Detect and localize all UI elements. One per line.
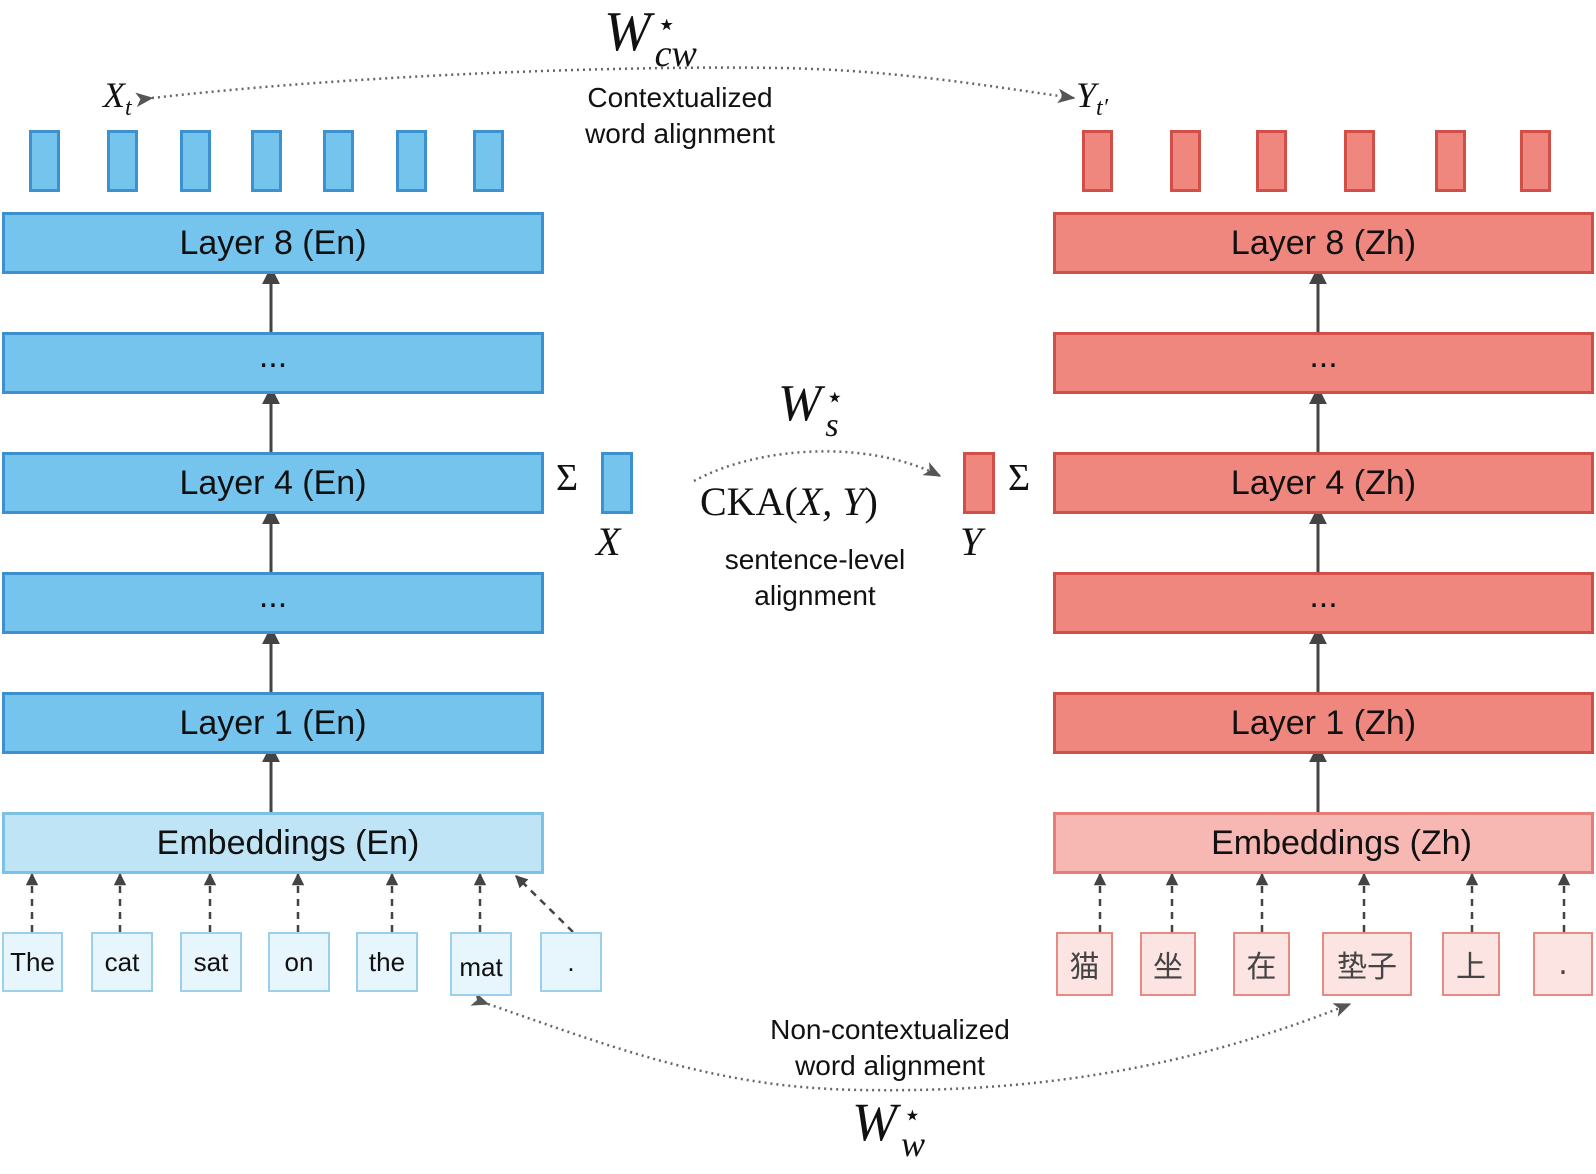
zh-token: 上 xyxy=(1442,932,1500,996)
en-layer-1: Layer 1 (En) xyxy=(2,692,544,754)
zh-sum-symbol: Ʃ xyxy=(1008,457,1031,499)
zh-token: 猫 xyxy=(1056,932,1113,996)
en-token: the xyxy=(356,932,418,992)
zh-layer-1-label: Layer 1 (Zh) xyxy=(1230,703,1417,742)
en-sum-symbol: Σ xyxy=(556,457,579,499)
zh-output-vector xyxy=(1520,130,1551,192)
en-layer-ellipsis-lower: ... xyxy=(2,572,544,634)
en-output-vector xyxy=(29,130,60,192)
en-token: cat xyxy=(91,932,153,992)
en-embeddings: Embeddings (En) xyxy=(2,812,544,874)
en-layer-8-label: Layer 8 (En) xyxy=(179,223,367,262)
zh-layer-4: Layer 4 (Zh) xyxy=(1053,452,1594,514)
zh-token-arrows xyxy=(1093,872,1571,932)
en-token: mat xyxy=(450,932,512,996)
en-token-arrows xyxy=(25,872,574,933)
noncontextualized-caption: Non-contextualized word alignment xyxy=(770,1014,1010,1081)
zh-token: 坐 xyxy=(1140,932,1196,996)
en-layer-8: Layer 8 (En) xyxy=(2,212,544,274)
en-layer-4: Layer 4 (En) xyxy=(2,452,544,514)
en-output-vector xyxy=(473,130,504,192)
zh-embeddings: Embeddings (Zh) xyxy=(1053,812,1594,874)
zh-layer-1: Layer 1 (Zh) xyxy=(1053,692,1594,754)
en-token: . xyxy=(540,932,602,992)
en-sentence-vector xyxy=(601,452,633,514)
en-output-vector xyxy=(396,130,427,192)
en-layer-ellipsis-upper: ... xyxy=(2,332,544,394)
zh-output-vector xyxy=(1435,130,1466,192)
zh-output-vector xyxy=(1082,130,1113,192)
cka-formula: CKA(X, Y) xyxy=(700,479,878,524)
zh-output-vector xyxy=(1256,130,1287,192)
zh-token: . xyxy=(1533,932,1593,996)
contextualized-weight-label: W ⋆ cw xyxy=(604,1,697,75)
contextualized-caption: Contextualized word alignment xyxy=(585,82,775,149)
zh-sentence-vector xyxy=(963,452,995,514)
arrow-token-period-en xyxy=(515,875,574,933)
zh-sentence-vector-label: Y xyxy=(960,519,983,564)
en-output-vector xyxy=(323,130,354,192)
en-top-vector-label: Xt xyxy=(103,75,132,122)
en-layer-ellipsis-label: ... xyxy=(258,576,288,615)
zh-top-vector-label: Yt′ xyxy=(1076,75,1108,122)
zh-layer-ellipsis-upper: ... xyxy=(1053,332,1594,394)
zh-layer-8: Layer 8 (Zh) xyxy=(1053,212,1594,274)
en-token: The xyxy=(2,932,63,992)
en-output-vector xyxy=(107,130,138,192)
en-layer-ellipsis-label: ... xyxy=(258,336,288,375)
en-layer-4-label: Layer 4 (En) xyxy=(179,463,367,502)
en-embeddings-label: Embeddings (En) xyxy=(156,823,420,862)
en-token: on xyxy=(268,932,330,992)
noncontextualized-alignment-arrow xyxy=(470,991,1352,1092)
zh-layer-ellipsis-lower: ... xyxy=(1053,572,1594,634)
sentence-weight-label: W ⋆ s xyxy=(778,375,845,444)
zh-output-vector xyxy=(1344,130,1375,192)
en-output-vector xyxy=(251,130,282,192)
zh-layer-8-label: Layer 8 (Zh) xyxy=(1230,223,1417,262)
zh-token: 在 xyxy=(1233,932,1290,996)
en-token: sat xyxy=(180,932,242,992)
zh-embeddings-label: Embeddings (Zh) xyxy=(1211,823,1472,862)
noncontextualized-weight-label: W ⋆ w xyxy=(852,1092,925,1164)
en-output-vector xyxy=(180,130,211,192)
zh-layer-ellipsis-label: ... xyxy=(1309,336,1338,375)
zh-layer-4-label: Layer 4 (Zh) xyxy=(1230,463,1417,502)
zh-token: 垫子 xyxy=(1322,932,1412,996)
en-layer-1-label: Layer 1 (En) xyxy=(179,703,367,742)
en-sentence-vector-label: X xyxy=(596,519,621,564)
sentence-caption: sentence-level alignment xyxy=(724,544,906,611)
sentence-alignment-arrow xyxy=(693,450,942,483)
zh-output-vector xyxy=(1170,130,1201,192)
zh-layer-ellipsis-label: ... xyxy=(1309,576,1338,615)
